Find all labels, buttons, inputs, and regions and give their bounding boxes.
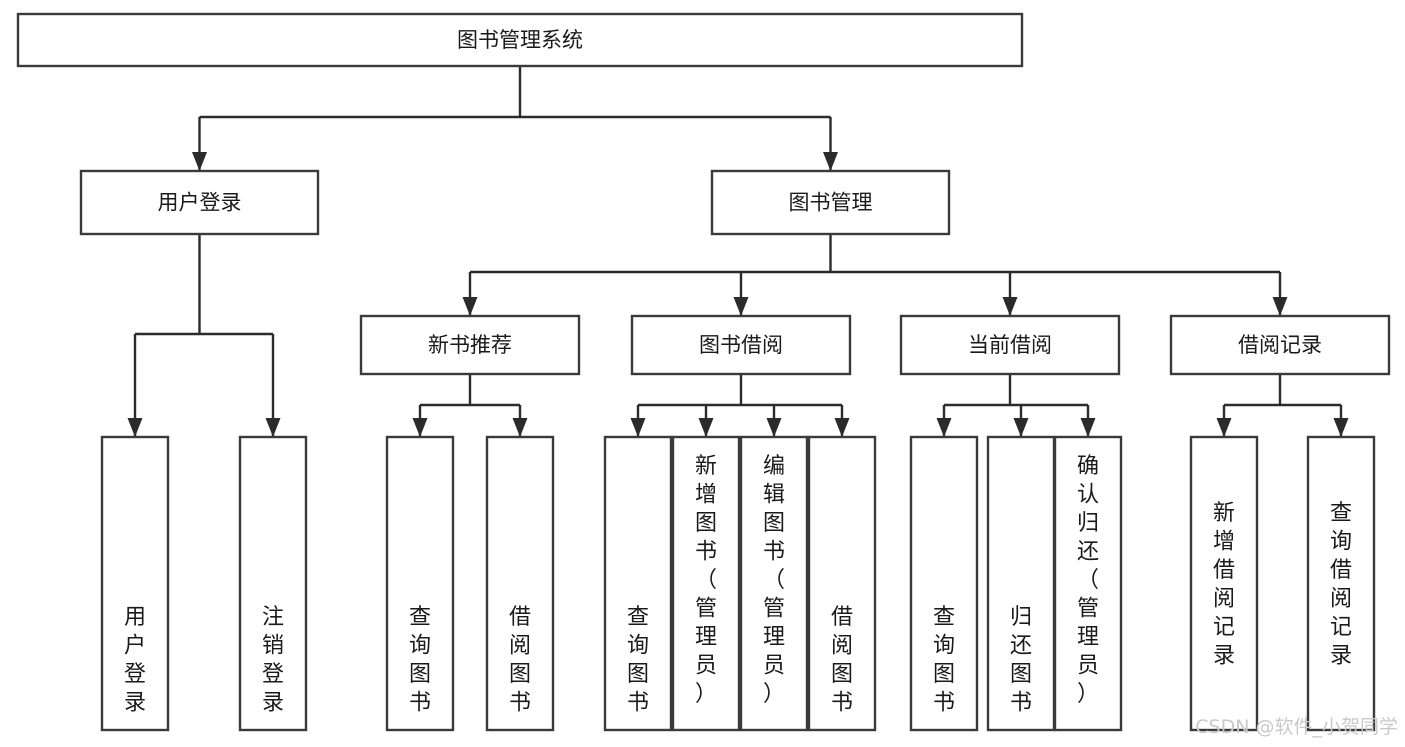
arrow-icon-borrow-record <box>1272 297 1288 316</box>
node-box-leaf-edit-book <box>739 435 809 732</box>
node-label-leaf-query-book-borrow: 查询图书 <box>627 605 649 716</box>
arrow-icon-leaf-query-book-rec <box>412 418 428 437</box>
node-new-book-rec[interactable]: 新书推荐 <box>359 314 581 376</box>
node-box-leaf-query-book-borrow <box>603 435 673 732</box>
arrow-icon-book-manage <box>823 152 838 171</box>
node-label-leaf-add-record: 新增借阅记录 <box>1213 501 1235 669</box>
node-leaf-borrow-book-rec[interactable]: 借阅图书 <box>485 435 555 732</box>
node-label-book-manage: 图书管理 <box>789 191 873 215</box>
node-leaf-query-book-borrow[interactable]: 查询图书 <box>603 435 673 732</box>
arrow-icon-leaf-user-login <box>127 418 143 437</box>
node-label-leaf-edit-book: 编辑图书（管理员） <box>763 454 785 707</box>
node-label-borrow-record: 借阅记录 <box>1238 333 1322 357</box>
node-leaf-logout[interactable]: 注销登录 <box>238 435 308 732</box>
node-label-leaf-query-book-rec: 查询图书 <box>409 605 431 716</box>
arrow-icon-leaf-edit-book <box>766 418 782 437</box>
arrow-icon-new-book-rec <box>462 297 478 316</box>
node-leaf-edit-book[interactable]: 编辑图书（管理员） <box>739 435 809 732</box>
node-label-book-borrow: 图书借阅 <box>699 333 783 357</box>
node-label-leaf-query-record: 查询借阅记录 <box>1330 501 1352 669</box>
node-borrow-record[interactable]: 借阅记录 <box>1169 314 1391 376</box>
node-leaf-add-record[interactable]: 新增借阅记录 <box>1189 435 1259 732</box>
nodes-layer: 图书管理系统用户登录图书管理新书推荐图书借阅当前借阅借阅记录用户登录注销登录查询… <box>16 12 1391 732</box>
node-leaf-query-record[interactable]: 查询借阅记录 <box>1306 435 1376 732</box>
node-box-leaf-logout <box>238 435 308 732</box>
node-label-current-borrow: 当前借阅 <box>968 333 1052 357</box>
node-box-leaf-add-record <box>1189 435 1259 732</box>
arrow-icon-leaf-query-record <box>1333 418 1349 437</box>
node-leaf-return-book[interactable]: 归还图书 <box>986 435 1056 732</box>
arrow-icon-leaf-return-book <box>1013 418 1029 437</box>
node-label-leaf-query-book-cur: 查询图书 <box>933 605 955 716</box>
node-leaf-confirm-return[interactable]: 确认归还（管理员） <box>1053 435 1123 732</box>
node-box-leaf-confirm-return <box>1053 435 1123 732</box>
arrow-icon-leaf-query-book-borrow <box>630 418 646 437</box>
node-leaf-borrow-book[interactable]: 借阅图书 <box>807 435 877 732</box>
node-leaf-query-book-rec[interactable]: 查询图书 <box>385 435 455 732</box>
node-label-new-book-rec: 新书推荐 <box>428 333 512 357</box>
node-label-leaf-confirm-return: 确认归还（管理员） <box>1077 454 1099 707</box>
node-box-current-borrow <box>899 314 1121 376</box>
node-label-user-login: 用户登录 <box>158 191 242 215</box>
arrow-icon-leaf-confirm-return <box>1080 418 1096 437</box>
node-box-user-login <box>79 169 320 236</box>
node-label-leaf-borrow-book-rec: 借阅图书 <box>509 605 531 716</box>
node-user-login[interactable]: 用户登录 <box>79 169 320 236</box>
node-root[interactable]: 图书管理系统 <box>16 12 1024 68</box>
node-leaf-user-login[interactable]: 用户登录 <box>100 435 170 732</box>
node-book-borrow[interactable]: 图书借阅 <box>630 314 852 376</box>
node-box-book-manage <box>710 169 951 236</box>
node-label-leaf-add-book: 新增图书（管理员） <box>695 454 717 707</box>
watermark-label: CSDN @软件_小贺同学 <box>1195 716 1398 738</box>
arrow-icon-leaf-logout <box>265 418 281 437</box>
node-box-root <box>16 12 1024 68</box>
node-box-leaf-user-login <box>100 435 170 732</box>
node-label-leaf-user-login: 用户登录 <box>124 605 146 716</box>
arrow-icon-leaf-add-book <box>698 418 714 437</box>
node-box-borrow-record <box>1169 314 1391 376</box>
connectors-layer <box>127 66 1349 437</box>
node-label-root: 图书管理系统 <box>457 28 583 52</box>
node-leaf-add-book[interactable]: 新增图书（管理员） <box>671 435 741 732</box>
arrow-icon-book-borrow <box>733 297 749 316</box>
node-box-leaf-query-book-cur <box>909 435 979 732</box>
node-box-book-borrow <box>630 314 852 376</box>
arrow-icon-leaf-borrow-book-rec <box>512 418 528 437</box>
arrow-icon-user-login <box>192 152 207 171</box>
node-box-leaf-query-book-rec <box>385 435 455 732</box>
arrow-icon-leaf-query-book-cur <box>936 418 952 437</box>
node-label-leaf-borrow-book: 借阅图书 <box>831 605 853 716</box>
node-book-manage[interactable]: 图书管理 <box>710 169 951 236</box>
node-box-new-book-rec <box>359 314 581 376</box>
arrow-icon-leaf-borrow-book <box>834 418 850 437</box>
node-box-leaf-add-book <box>671 435 741 732</box>
node-leaf-query-book-cur[interactable]: 查询图书 <box>909 435 979 732</box>
node-label-leaf-return-book: 归还图书 <box>1010 605 1032 716</box>
node-label-leaf-logout: 注销登录 <box>262 605 284 716</box>
arrow-icon-current-borrow <box>1002 297 1018 316</box>
arrow-icon-leaf-add-record <box>1216 418 1232 437</box>
node-current-borrow[interactable]: 当前借阅 <box>899 314 1121 376</box>
node-box-leaf-query-record <box>1306 435 1376 732</box>
node-box-leaf-borrow-book <box>807 435 877 732</box>
node-box-leaf-borrow-book-rec <box>485 435 555 732</box>
